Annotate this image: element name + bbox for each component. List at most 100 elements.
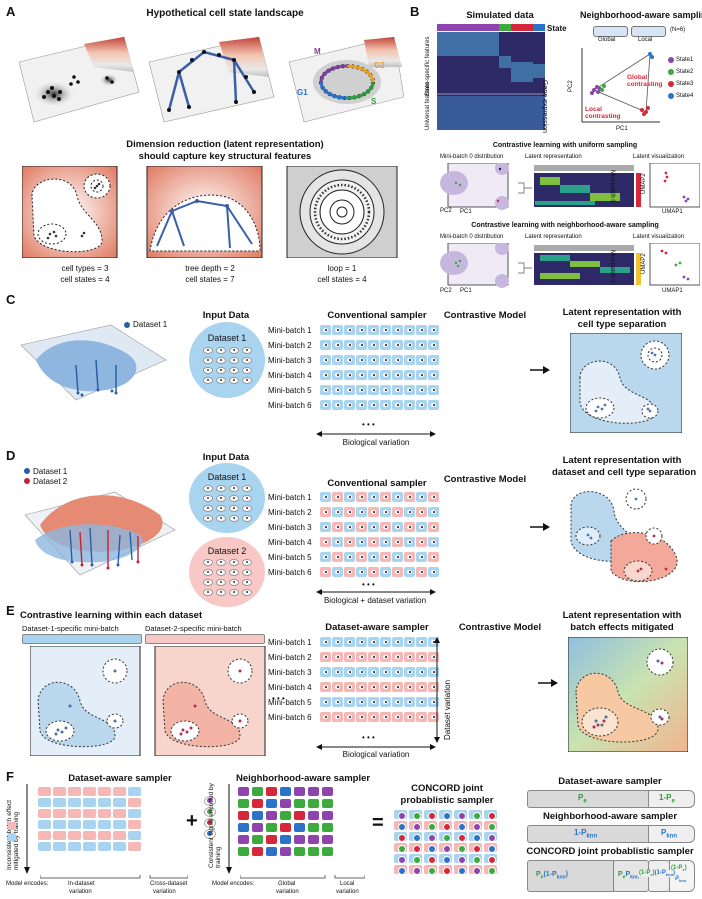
caption-3-line2: cell states = 4	[317, 275, 367, 284]
panel-f-model-encodes-1: Model encodes:	[6, 881, 49, 887]
panel-e-result-line1: Latent representation with	[562, 610, 682, 621]
panel-c-minibatch-cell	[356, 340, 367, 350]
panel-f-left-cell	[68, 787, 81, 796]
caption-3-line1: loop = 1	[327, 264, 357, 273]
panel-d-dot1-cell	[203, 485, 213, 492]
panel-d-minibatch-cell	[356, 507, 367, 517]
panel-c-dot-cell	[203, 377, 213, 384]
panel-c-minibatch-cell	[356, 385, 367, 395]
panel-e-variation-label: Biological variation	[342, 750, 410, 759]
panel-c-dot-cell	[203, 357, 213, 364]
landscape-3d-surfaces	[18, 36, 404, 123]
panel-c-latent-plot	[570, 333, 682, 433]
panel-e-minibatch-strip	[320, 697, 439, 707]
panel-e-minibatch-label: Mini-batch 6	[268, 712, 312, 722]
panel-e-minibatch-label: Mini-batch 2	[268, 652, 312, 662]
panel-d-dot2-cell	[203, 569, 213, 576]
panel-f-local: Local	[340, 881, 355, 887]
panel-d-minibatch-cell	[368, 507, 379, 517]
panel-d-minibatch-label: Mini-batch 3	[268, 522, 312, 532]
panel-e-minibatch-cell	[344, 667, 355, 677]
panel-c-minibatch-strip	[320, 370, 439, 380]
panel-d-minibatch-cell	[404, 492, 415, 502]
umap2-label-2: UMAP2	[641, 253, 647, 274]
panel-f-pink-swatch	[8, 822, 16, 830]
panel-c-minibatch-row: Mini-batch 3	[268, 355, 439, 365]
panel-c-minibatch-cell	[416, 400, 427, 410]
panel-c-minibatch-cell	[380, 385, 391, 395]
panel-d-minibatch-cell	[380, 567, 391, 577]
panel-e-minibatch-row: Mini-batch 2	[268, 652, 439, 662]
sample-dot	[427, 833, 436, 842]
panel-d-3d-landscape	[24, 491, 176, 576]
panel-d-minibatch-cell	[344, 537, 355, 547]
uniform-sampling-row	[440, 163, 700, 210]
panel-e-minibatch-row: Mini-batch 4	[268, 682, 439, 692]
panel-c-minibatch-cell	[368, 340, 379, 350]
panel-d-minibatch-cell	[392, 522, 403, 532]
panel-f-mid-cell	[294, 823, 305, 832]
panel-f-global: Global	[278, 881, 296, 887]
panel-c-sampler-title: Conventional sampler	[327, 310, 427, 321]
panel-d-minibatch-cell	[380, 522, 391, 532]
panel-c-minibatch-cell	[332, 385, 343, 395]
panel-e-minibatch-cell	[368, 712, 379, 722]
state-cell-icon	[204, 818, 216, 828]
panel-f-concord-title-2: probablistic sampler	[400, 795, 494, 806]
panel-c-minibatch-cell	[404, 340, 415, 350]
panel-d-minibatch-label: Mini-batch 6	[268, 567, 312, 577]
panel-c-variation-arrow	[316, 431, 436, 437]
panel-d-minibatch-strip	[320, 537, 439, 547]
panel-d-minibatch-cell	[404, 552, 415, 562]
sample-dot	[412, 844, 421, 853]
panel-f-left-cell	[83, 820, 96, 829]
panel-c-minibatch-cell	[392, 385, 403, 395]
panel-d-dot2-cell	[229, 559, 239, 566]
sample-dot	[457, 822, 466, 831]
panel-c-minibatch-cell	[356, 325, 367, 335]
panel-c-minibatch-cell	[320, 400, 331, 410]
minibatch0-label-2: Mini-batch 0	[609, 250, 615, 283]
panel-d-minibatch-cell	[344, 522, 355, 532]
global-label: Global	[598, 37, 616, 43]
sample-dot	[487, 822, 496, 831]
panel-d-minibatch-cell	[428, 537, 439, 547]
panel-c-minibatch-cell	[428, 340, 439, 350]
panel-f-mid-cell	[252, 823, 263, 832]
panel-d-minibatch-cell	[320, 537, 331, 547]
panel-c-minibatch-cell	[368, 355, 379, 365]
panel-d-minibatch-cell	[380, 552, 391, 562]
panel-c-minibatch-cell	[428, 325, 439, 335]
panel-c-minibatch-cell	[320, 370, 331, 380]
panel-f-left-cell	[68, 842, 81, 851]
panel-c-variation-label: Biological variation	[342, 438, 410, 447]
panel-d-variation-arrow	[316, 589, 436, 595]
panel-e-minibatch-strip	[320, 667, 439, 677]
panel-d-minibatch-cell	[356, 522, 367, 532]
panel-e-minibatch-cell	[332, 637, 343, 647]
panel-d-minibatch-cell	[356, 552, 367, 562]
panel-f-left-cell	[83, 798, 96, 807]
panel-d-dot2-cell	[203, 559, 213, 566]
panel-f-mid-cell	[294, 847, 305, 856]
panel-c-minibatch-cell	[392, 325, 403, 335]
panel-f-mid-cell	[322, 799, 333, 808]
panel-d-minibatch-cell	[332, 552, 343, 562]
panel-c-minibatch-cell	[404, 355, 415, 365]
panel-c-minibatch-row: Mini-batch 1	[268, 325, 439, 335]
panel-d-minibatch-cell	[368, 552, 379, 562]
panel-f-prob-neighborhood-title: Neighborhood-aware sampler	[542, 811, 678, 822]
panel-a-title: Hypothetical cell state landscape	[146, 8, 304, 19]
panel-c-legend-label: Dataset 1	[133, 320, 168, 329]
global-contrasting-label: Global contrasting	[627, 74, 663, 88]
panel-d-minibatch-cell	[368, 492, 379, 502]
panel-d-minibatch-cell	[332, 567, 343, 577]
panel-f-left-cell	[98, 787, 111, 796]
panel-d-minibatch-row: Mini-batch 4	[268, 537, 439, 547]
panel-f-model-encodes-2: Model encodes:	[212, 881, 255, 887]
panel-d-result-line2: dataset and cell type separation	[552, 467, 697, 478]
panel-c-minibatch-cell	[368, 370, 379, 380]
panel-d-dataset2-circle	[189, 537, 265, 607]
panel-f-left-cell	[113, 787, 126, 796]
panel-c-minibatch-cell	[344, 325, 355, 335]
